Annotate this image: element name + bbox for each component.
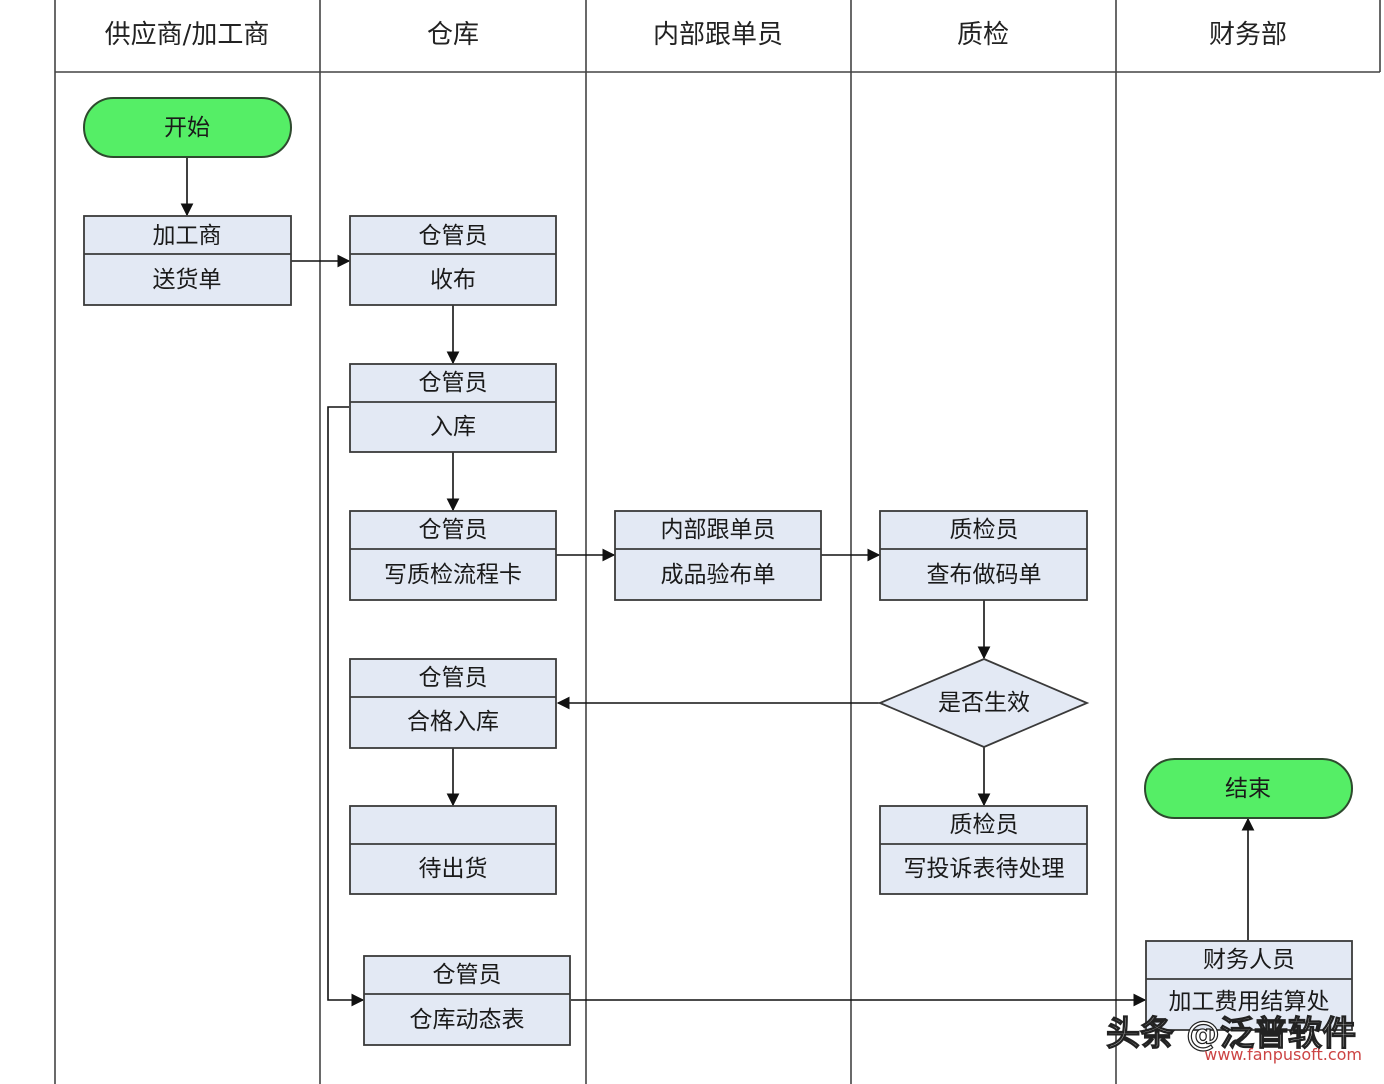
- watermark: 头条 @泛普软件 www.fanpusoft.com: [1106, 1013, 1362, 1064]
- lane-headers: 供应商/加工商 仓库 内部跟单员 质检 财务部: [105, 20, 1287, 50]
- box-action: 加工费用结算处: [1169, 989, 1330, 1015]
- lane-grid: [54, 0, 1381, 1084]
- process-box-inspect: 内部跟单员 成品验布单: [614, 510, 822, 601]
- process-box-complaint: 质检员 写投诉表待处理: [879, 805, 1088, 895]
- process-box-qc-card: 仓管员 写质检流程卡: [349, 510, 557, 601]
- watermark-url: www.fanpusoft.com: [1204, 1045, 1362, 1064]
- start-terminal: 开始: [83, 97, 292, 158]
- process-box-supplier-delivery: 加工商 送货单: [83, 215, 292, 306]
- box-role: 内部跟单员: [661, 517, 776, 543]
- box-action: 成品验布单: [661, 562, 776, 588]
- start-label: 开始: [164, 115, 210, 141]
- box-role: 仓管员: [419, 517, 488, 543]
- lane-header-warehouse: 仓库: [427, 20, 479, 50]
- box-role: 质检员: [950, 517, 1019, 543]
- box-role: 财务人员: [1203, 947, 1295, 973]
- lane-header-tracker: 内部跟单员: [653, 20, 783, 50]
- box-action: 收布: [430, 267, 476, 293]
- end-label: 结束: [1225, 776, 1271, 802]
- process-box-qualified-in: 仓管员 合格入库: [349, 658, 557, 749]
- box-action: 入库: [430, 414, 476, 440]
- box-role: 仓管员: [419, 370, 488, 396]
- box-role: 仓管员: [419, 665, 488, 691]
- end-terminal: 结束: [1144, 758, 1353, 819]
- process-box-stock-in: 仓管员 入库: [349, 363, 557, 453]
- box-action: 查布做码单: [927, 562, 1042, 588]
- box-action: 送货单: [153, 267, 222, 293]
- process-box-await-ship: 待出货: [349, 805, 557, 895]
- connectors: [180, 157, 1255, 1007]
- box-role: 仓管员: [433, 962, 502, 988]
- box-action: 写质检流程卡: [384, 562, 522, 588]
- box-action: 合格入库: [407, 709, 499, 735]
- watermark-text: 头条 @泛普软件: [1106, 1014, 1356, 1054]
- decision-diamond: 是否生效: [877, 658, 1090, 748]
- box-role: 仓管员: [419, 223, 488, 249]
- process-box-receive: 仓管员 收布: [349, 215, 557, 306]
- process-box-code-sheet: 质检员 查布做码单: [879, 510, 1088, 601]
- box-action: 待出货: [419, 856, 488, 882]
- box-action: 写投诉表待处理: [904, 856, 1065, 882]
- decision-label: 是否生效: [938, 690, 1030, 716]
- box-action: 仓库动态表: [410, 1007, 525, 1033]
- lane-header-finance: 财务部: [1209, 20, 1287, 50]
- box-role: 质检员: [950, 812, 1019, 838]
- lane-header-supplier: 供应商/加工商: [105, 20, 270, 50]
- box-role: 加工商: [153, 223, 222, 249]
- process-box-settle: 财务人员 加工费用结算处: [1145, 940, 1353, 1031]
- edge-stockin-to-dynamic: [327, 406, 365, 1007]
- lane-header-qc: 质检: [957, 20, 1009, 50]
- process-box-dynamic: 仓管员 仓库动态表: [363, 955, 571, 1046]
